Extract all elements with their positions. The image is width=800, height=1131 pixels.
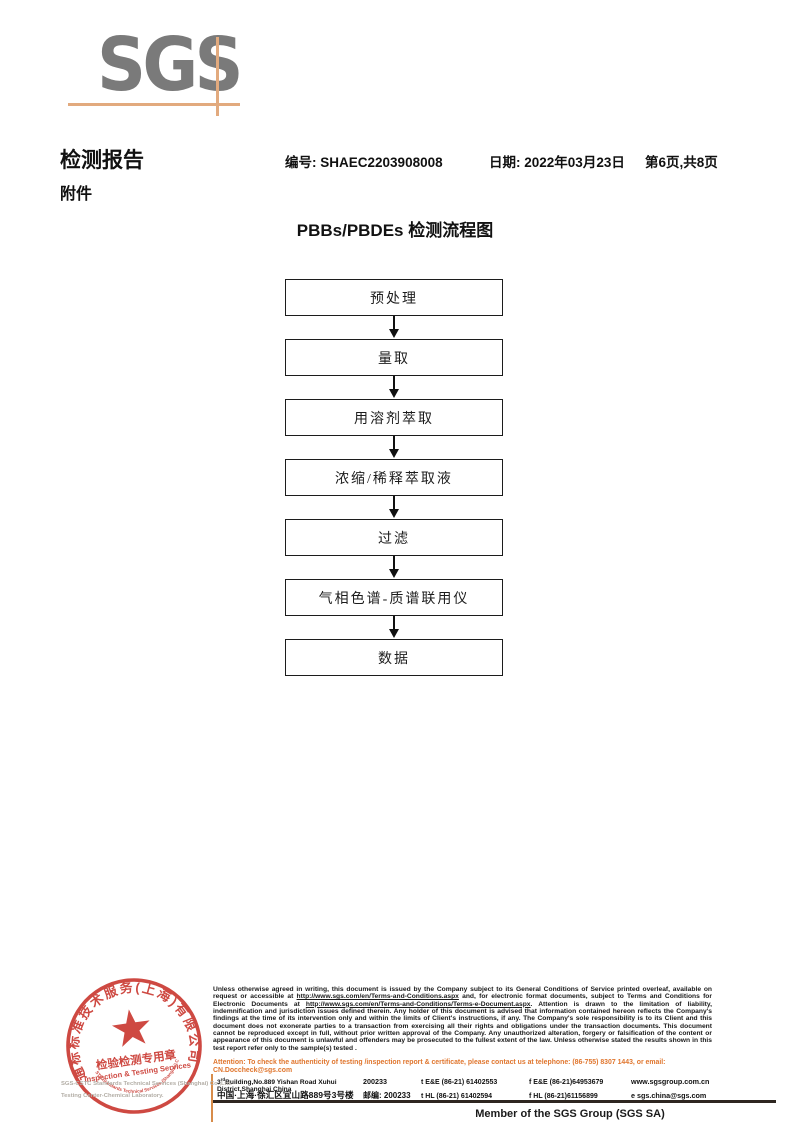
- company-name-block: SGS-CSTC Standards Technical Services (S…: [61, 1079, 232, 1102]
- address-block: 3rdBuilding,No.889 Yishan Road Xuhui Dis…: [217, 1077, 777, 1101]
- legal-text-part1: Unless otherwise agreed in writing, this…: [213, 986, 712, 1001]
- sgs-logo: SGS: [97, 22, 244, 108]
- sgs-member-line: Member of the SGS Group (SGS SA): [475, 1108, 665, 1120]
- flow-step-gcms: 气相色谱-质谱联用仪: [285, 579, 503, 616]
- report-number-label: 编号:: [285, 155, 317, 170]
- terms-e-document-url: http://www.sgs.com/en/Terms-and-Conditio…: [305, 1000, 531, 1008]
- postcode-english: 200233: [363, 1077, 387, 1087]
- arrow-down-icon: [285, 496, 503, 519]
- telephone-2: t HL (86-21) 61402594: [421, 1093, 493, 1100]
- footer-orange-vertical-line: [211, 1074, 213, 1122]
- address-english: 3rdBuilding,No.889 Yishan Road Xuhui Dis…: [217, 1077, 337, 1094]
- flow-step-measure: 量取: [285, 339, 503, 376]
- arrow-down-icon: [285, 436, 503, 459]
- legal-text-part3: . Attention is drawn to the limitation o…: [213, 1000, 712, 1052]
- flowchart-title: PBBs/PBDEs 检测流程图: [296, 221, 494, 240]
- company-name-line2: Testing Center-Chemical Laboratory.: [61, 1092, 164, 1099]
- legal-disclaimer: Unless otherwise agreed in writing, this…: [213, 986, 712, 1052]
- arrow-down-icon: [285, 376, 503, 399]
- terms-url: http://www.sgs.com/en/Terms-and-Conditio…: [296, 993, 459, 1001]
- arrow-down-icon: [285, 316, 503, 339]
- fax-2: f HL (86-21)61156899: [529, 1093, 598, 1100]
- flow-step-data: 数据: [285, 639, 503, 676]
- attachment-label: 附件: [60, 186, 93, 203]
- address-row-chinese: 中国·上海·徐汇区宜山路889号3号楼 邮编: 200233 t HL (86-…: [217, 1089, 777, 1101]
- report-date-label: 日期:: [489, 155, 521, 170]
- logo-crosshair-horizontal-line: [68, 103, 240, 106]
- flow-step-solvent-extraction: 用溶剂萃取: [285, 399, 503, 436]
- postcode-chinese: 邮编: 200233: [363, 1091, 411, 1100]
- report-number-value: SHAEC2203908008: [320, 155, 443, 170]
- arrow-down-icon: [285, 616, 503, 639]
- attention-notice: Attention: To check the authenticity of …: [213, 1059, 666, 1074]
- fax-1: f E&E (86-21)64953679: [529, 1079, 604, 1087]
- flow-step-concentrate-dilute: 浓缩/稀释萃取液: [285, 459, 503, 496]
- report-date: 日期: 2022年03月23日: [489, 151, 625, 171]
- arrow-down-icon: [285, 556, 503, 579]
- report-date-value: 2022年03月23日: [524, 155, 625, 170]
- website: www.sgsgroup.com.cn: [631, 1077, 710, 1087]
- flowchart: 预处理 量取 用溶剂萃取 浓缩/稀释萃取液 过滤 气相色谱-质谱联用仪 数据: [285, 279, 503, 676]
- email: e sgs.china@sgs.com: [631, 1091, 707, 1100]
- inspection-seal-stamp-icon: 通标标准技术服务(上海)有限公司 SGS-CSTC Standards Tech…: [49, 962, 205, 1114]
- page-title: 检测报告: [60, 148, 144, 172]
- report-number: 编号: SHAEC2203908008: [285, 151, 443, 171]
- legal-text-part2: and, for electronic format documents, su…: [213, 993, 712, 1008]
- flow-step-filter: 过滤: [285, 519, 503, 556]
- telephone-1: t E&E (86-21) 61402553: [421, 1079, 498, 1087]
- page-indicator: 第6页,共8页: [645, 155, 718, 170]
- seal-star-icon: [111, 1009, 150, 1047]
- company-name-line1: SGS-CSTC Standards Technical Services (S…: [61, 1081, 232, 1087]
- address-row-english: 3rdBuilding,No.889 Yishan Road Xuhui Dis…: [217, 1077, 777, 1093]
- footer-divider-line: [213, 1100, 776, 1103]
- flow-step-pretreatment: 预处理: [285, 279, 503, 316]
- logo-crosshair-vertical-line: [216, 37, 219, 116]
- address-chinese: 中国·上海·徐汇区宜山路889号3号楼: [217, 1090, 354, 1100]
